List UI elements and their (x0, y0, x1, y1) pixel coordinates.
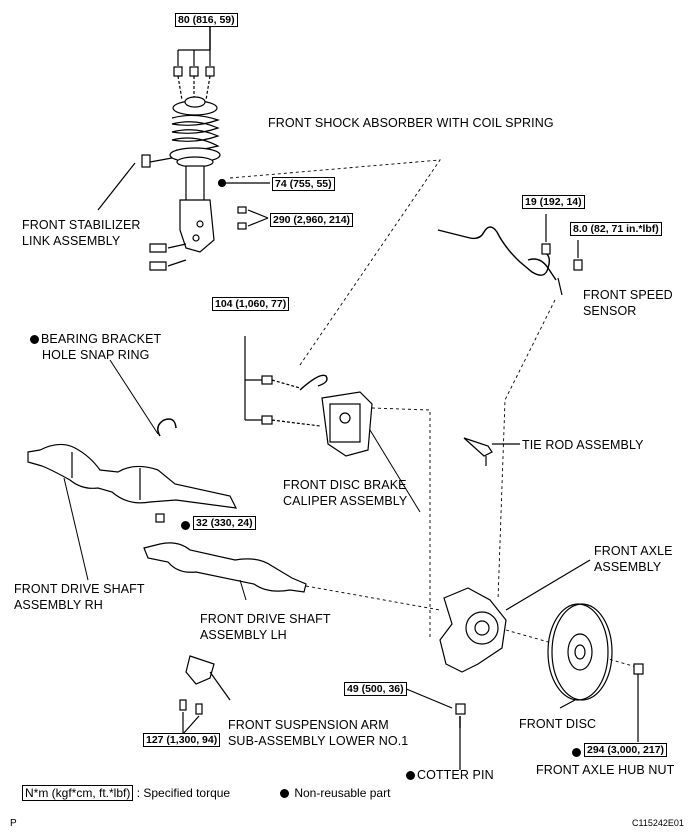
label-speed-sensor-line2: SENSOR (583, 304, 637, 318)
label-hub-nut: FRONT AXLE HUB NUT (536, 763, 675, 777)
figure-code: C115242E01 (632, 818, 684, 828)
label-drive-lh-line1: FRONT DRIVE SHAFT (200, 612, 331, 626)
non-reusable-icon (181, 521, 190, 530)
torque-19: 19 (192, 14) (522, 195, 585, 209)
torque-80: 80 (816, 59) (175, 13, 238, 27)
label-stabilizer-line1: FRONT STABILIZER (22, 218, 141, 232)
torque-49: 49 (500, 36) (344, 682, 407, 696)
label-snap-ring-line1: BEARING BRACKET (30, 332, 161, 347)
torque-294-wrap (572, 743, 583, 761)
label-drive-rh-line2: ASSEMBLY RH (14, 598, 103, 612)
legend-torque: N*m (kgf*cm, ft.*lbf) : Specified torque (22, 785, 231, 801)
lower-arm-drawing (179, 655, 231, 735)
label-drive-rh-line1: FRONT DRIVE SHAFT (14, 582, 145, 596)
torque-32-wrap (181, 516, 192, 534)
axle-drawing (439, 559, 641, 673)
label-cotter-pin: COTTER PIN (406, 768, 494, 783)
label-drive-lh-line2: ASSEMBLY LH (200, 628, 287, 642)
footer-p: P (10, 818, 17, 829)
legend-torque-desc: : Specified torque (136, 786, 231, 800)
label-axle-line1: FRONT AXLE (594, 544, 673, 558)
legend-nonreusable: Non-reusable part (280, 786, 390, 800)
torque-32: 32 (330, 24) (193, 516, 256, 530)
label-arm-line1: FRONT SUSPENSION ARM (228, 718, 389, 732)
non-reusable-icon (572, 748, 581, 757)
label-cotter-pin-text: COTTER PIN (417, 768, 494, 782)
label-shock-absorber: FRONT SHOCK ABSORBER WITH COIL SPRING (268, 116, 554, 130)
shock-absorber-drawing (149, 27, 441, 366)
torque-127: 127 (1,300, 94) (143, 733, 221, 747)
label-axle-line2: ASSEMBLY (594, 560, 662, 574)
label-stabilizer-line2: LINK ASSEMBLY (22, 234, 121, 248)
label-speed-sensor-line1: FRONT SPEED (583, 288, 673, 302)
drive-shaft-lh-drawing (143, 542, 441, 611)
speed-sensor-drawing (437, 214, 583, 601)
label-caliper-line2: CALIPER ASSEMBLY (283, 494, 408, 508)
label-caliper-line1: FRONT DISC BRAKE (283, 478, 407, 492)
label-disc: FRONT DISC (519, 717, 597, 731)
non-reusable-icon (406, 771, 415, 780)
label-arm-line2: SUB-ASSEMBLY LOWER NO.1 (228, 734, 409, 748)
caliper-drawing (244, 336, 431, 640)
label-tie-rod: TIE ROD ASSEMBLY (522, 438, 644, 452)
disc-drawing (547, 603, 613, 709)
drive-shaft-rh-drawing (27, 443, 238, 581)
torque-8: 8.0 (82, 71 in.*lbf) (570, 222, 662, 236)
torque-104: 104 (1,060, 77) (212, 297, 290, 311)
torque-294: 294 (3,000, 217) (584, 743, 668, 757)
legend-torque-unit: N*m (kgf*cm, ft.*lbf) (22, 785, 134, 801)
label-snap-ring-text: BEARING BRACKET (41, 332, 162, 346)
legend-nonreusable-text: Non-reusable part (294, 786, 391, 800)
tie-rod-drawing (463, 437, 520, 466)
non-reusable-icon (280, 789, 289, 798)
torque-74: 74 (755, 55) (272, 177, 335, 191)
stabilizer-link-drawing (97, 154, 173, 211)
label-snap-ring-line2: HOLE SNAP RING (42, 348, 150, 362)
torque-290: 290 (2,960, 214) (270, 213, 354, 227)
non-reusable-icon (30, 335, 39, 344)
snap-ring-drawing (157, 418, 177, 437)
